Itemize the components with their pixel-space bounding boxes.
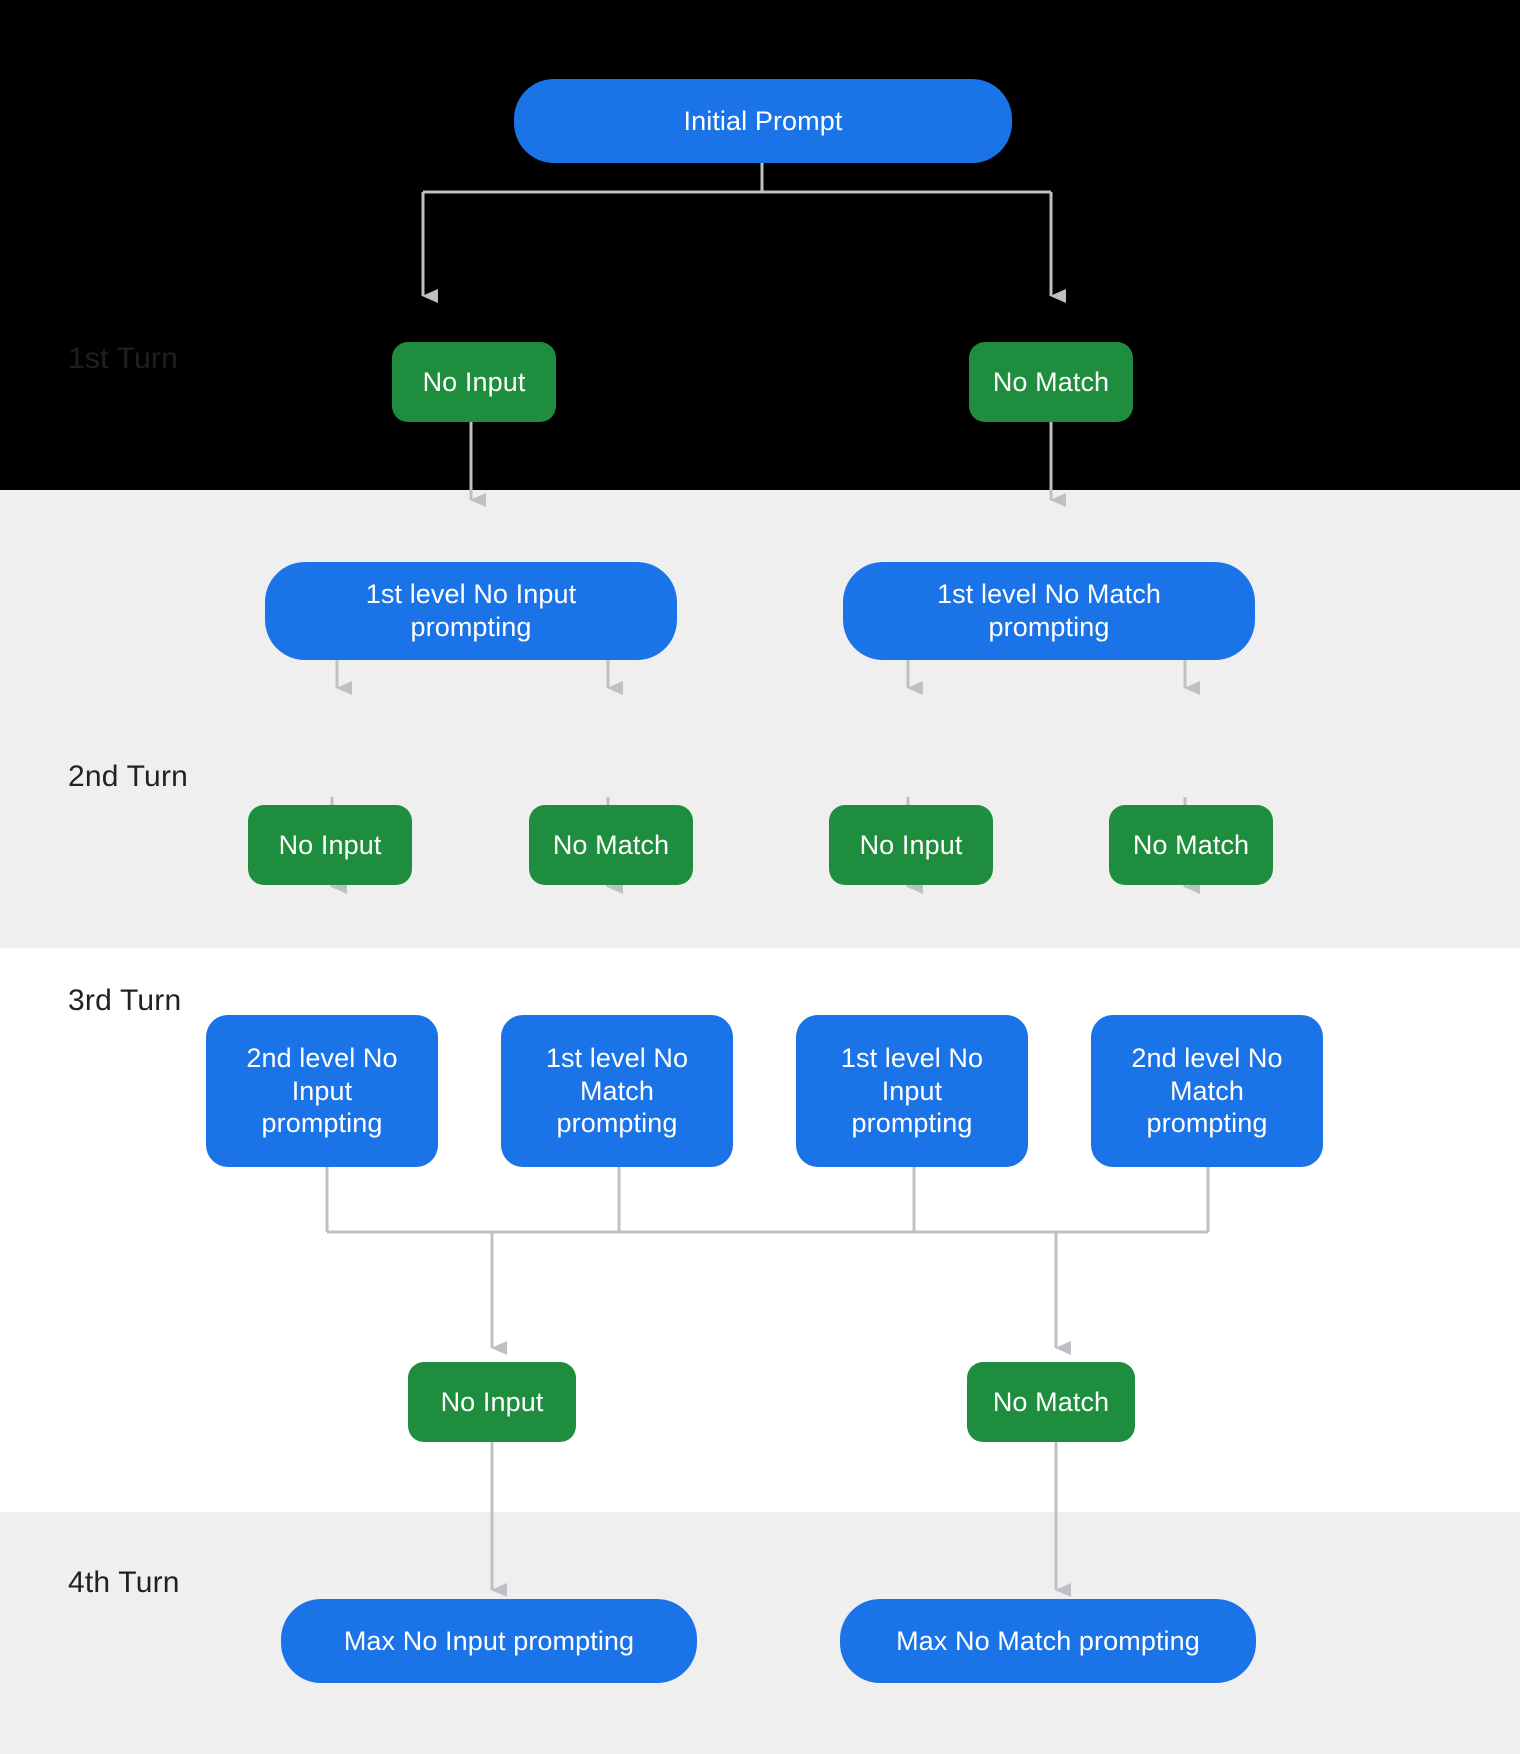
node-2nd-turn-no-input-left[interactable]: No Input xyxy=(248,805,412,885)
turn-label-3rd: 3rd Turn xyxy=(68,984,182,1017)
band-4th-turn xyxy=(0,1512,1520,1754)
turn-label-1st: 1st Turn xyxy=(68,342,178,375)
node-4th-turn-max-no-match-prompting[interactable]: Max No Match prompting xyxy=(840,1599,1256,1683)
band-1st-turn xyxy=(0,0,1520,490)
node-2nd-turn-1st-level-no-match-prompting[interactable]: 1st level No Match prompting xyxy=(843,562,1255,660)
node-2nd-turn-no-match-right[interactable]: No Match xyxy=(1109,805,1273,885)
node-3rd-turn-2nd-level-no-match-prompting[interactable]: 2nd level No Match prompting xyxy=(1091,1015,1323,1167)
node-3rd-turn-2nd-level-no-input-prompting[interactable]: 2nd level No Input prompting xyxy=(206,1015,438,1167)
node-1st-turn-no-match[interactable]: No Match xyxy=(969,342,1133,422)
node-2nd-turn-no-input-right[interactable]: No Input xyxy=(829,805,993,885)
node-1st-turn-no-input[interactable]: No Input xyxy=(392,342,556,422)
turn-label-2nd: 2nd Turn xyxy=(68,760,189,793)
node-2nd-turn-no-match-left[interactable]: No Match xyxy=(529,805,693,885)
node-2nd-turn-1st-level-no-input-prompting[interactable]: 1st level No Input prompting xyxy=(265,562,677,660)
turn-label-4th: 4th Turn xyxy=(68,1566,180,1599)
node-3rd-turn-no-input[interactable]: No Input xyxy=(408,1362,576,1442)
node-3rd-turn-1st-level-no-input-prompting[interactable]: 1st level No Input prompting xyxy=(796,1015,1028,1167)
node-3rd-turn-no-match[interactable]: No Match xyxy=(967,1362,1135,1442)
node-4th-turn-max-no-input-prompting[interactable]: Max No Input prompting xyxy=(281,1599,697,1683)
node-3rd-turn-1st-level-no-match-prompting[interactable]: 1st level No Match prompting xyxy=(501,1015,733,1167)
node-initial-prompt[interactable]: Initial Prompt xyxy=(514,79,1012,163)
band-2nd-turn xyxy=(0,490,1520,948)
